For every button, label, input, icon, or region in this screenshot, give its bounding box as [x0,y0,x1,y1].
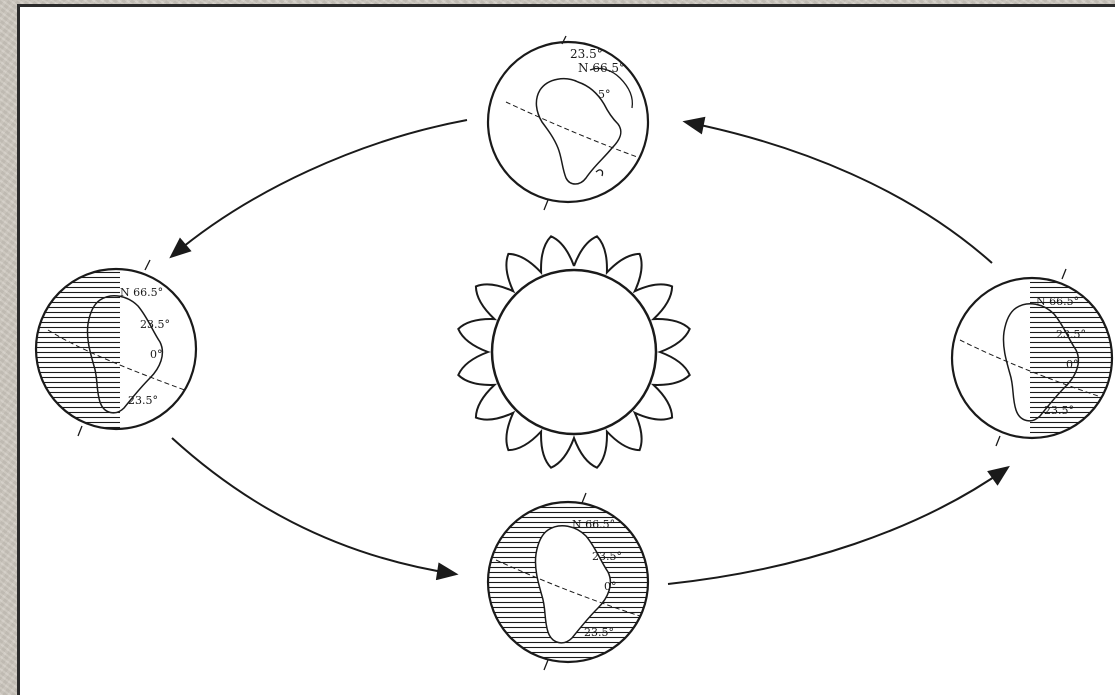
label-right-3: 23.5° [1044,404,1074,417]
arrow-bottom-to-right [668,468,1007,584]
label-left-0: N 66.5° [120,286,163,299]
earth-right: N 66.5° 23.5° 0° 23.5° [952,269,1114,446]
label-left-2: 0° [150,348,163,361]
label-right-0: N 66.5° [1036,295,1079,308]
label-bottom-2: 0° [604,580,617,593]
arrow-top-to-left [172,120,467,256]
label-top-0: 23.5° [570,47,603,61]
earth-left: N 66.5° 23.5° 0° 23.5° [36,260,196,436]
diagram-panel: 23.5° N 66.5° 5° N 66.5° 23.5° 0° 23.5° [17,4,1115,695]
arrow-right-to-top [686,122,992,263]
label-bottom-0: N 66.5° [572,518,615,531]
label-bottom-3: 23.5° [584,626,614,639]
label-left-1: 23.5° [140,318,170,331]
label-left-3: 23.5° [128,394,158,407]
label-top-1: N 66.5° [578,61,625,75]
label-bottom-1: 23.5° [592,550,622,563]
label-right-2: 0° [1066,358,1079,371]
sun-icon [458,236,689,467]
arrow-left-to-bottom [172,438,455,574]
earth-top: 23.5° N 66.5° 5° [488,36,648,210]
orbit-diagram: 23.5° N 66.5° 5° N 66.5° 23.5° 0° 23.5° [17,4,1115,695]
earth-bottom: N 66.5° 23.5° 0° 23.5° [488,493,648,670]
label-right-1: 23.5° [1056,328,1086,341]
label-top-2: 5° [598,88,611,101]
